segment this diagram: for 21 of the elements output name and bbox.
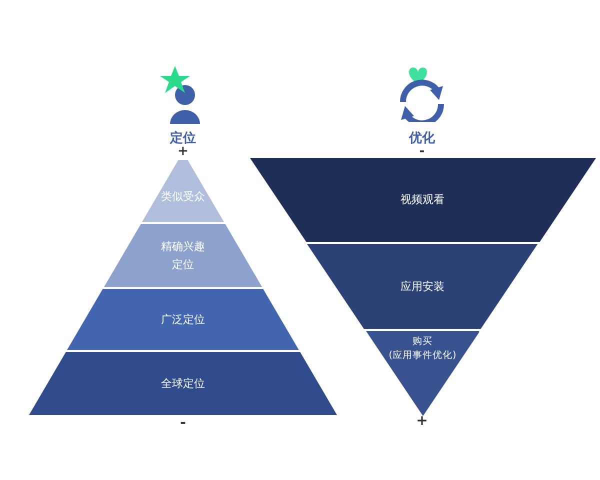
funnel-layer <box>307 244 538 329</box>
pyramid-layer <box>142 160 224 222</box>
funnel-layer <box>366 331 480 416</box>
plus-sign: + <box>416 414 428 428</box>
layer-label: 视频观看 <box>400 192 444 208</box>
heading: 优化 <box>409 132 435 146</box>
layer-label: 全球定位 <box>161 376 205 392</box>
heading: 定位 <box>170 132 196 146</box>
layer-label: 广泛定位 <box>160 312 205 328</box>
layer-label: 精确兴趣定位 <box>160 238 206 272</box>
pyramid-layer <box>67 289 299 350</box>
funnel-layer <box>250 158 596 242</box>
plus-sign: + <box>178 145 188 159</box>
layer-label: 类似受众 <box>160 189 205 205</box>
minus-sign: - <box>180 416 186 430</box>
pyramid-layer <box>29 352 337 415</box>
pyramid-layer <box>104 224 262 287</box>
layer-label: 购买 <box>412 335 432 349</box>
layer-label: (应用事件优化) <box>388 349 456 363</box>
layer-label: 应用安装 <box>400 278 444 294</box>
minus-sign: - <box>419 145 425 159</box>
